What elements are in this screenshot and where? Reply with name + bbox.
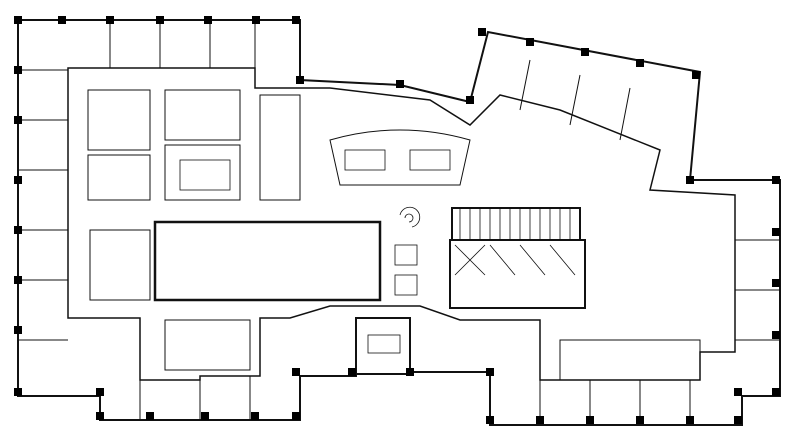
column	[201, 412, 209, 420]
column	[772, 228, 780, 236]
column	[348, 368, 356, 376]
training-tables	[179, 159, 231, 191]
column	[14, 66, 22, 74]
column	[156, 16, 164, 24]
reception-desk	[394, 244, 418, 266]
column	[536, 416, 544, 424]
core-right	[449, 239, 586, 309]
column	[734, 416, 742, 424]
reception-feature	[399, 206, 421, 228]
column	[14, 388, 22, 396]
column	[292, 412, 300, 420]
column	[251, 412, 259, 420]
column	[686, 416, 694, 424]
column	[581, 48, 589, 56]
column	[406, 368, 414, 376]
stair-core	[451, 207, 581, 241]
column	[772, 279, 780, 287]
column	[292, 368, 300, 376]
column	[396, 80, 404, 88]
column	[14, 226, 22, 234]
column	[734, 388, 742, 396]
column	[252, 16, 260, 24]
break-room-table-right	[409, 149, 451, 171]
column	[58, 16, 66, 24]
reception-seating	[394, 274, 418, 296]
column	[466, 96, 474, 104]
column	[292, 16, 300, 24]
column	[14, 16, 22, 24]
column	[478, 28, 486, 36]
column	[106, 16, 114, 24]
conference-room	[355, 317, 411, 375]
stair-treads	[459, 208, 571, 240]
column	[486, 416, 494, 424]
column	[486, 368, 494, 376]
corridor-inner-wall	[67, 67, 736, 381]
column	[146, 412, 154, 420]
column	[14, 276, 22, 284]
column	[14, 176, 22, 184]
core-left	[153, 220, 382, 302]
column	[636, 416, 644, 424]
column	[772, 388, 780, 396]
column	[96, 412, 104, 420]
break-room-table-left	[344, 149, 386, 171]
walls	[17, 19, 781, 426]
column	[296, 76, 304, 84]
column	[96, 388, 104, 396]
column	[14, 116, 22, 124]
column	[636, 59, 644, 67]
column	[772, 331, 780, 339]
column	[692, 71, 700, 79]
column	[204, 16, 212, 24]
column	[772, 176, 780, 184]
column	[14, 326, 22, 334]
outer-wall	[17, 19, 781, 426]
furniture	[179, 149, 451, 354]
column	[526, 38, 534, 46]
elevator-shafts	[454, 244, 576, 276]
column	[686, 176, 694, 184]
room-partitions	[18, 20, 780, 425]
conference-table	[367, 334, 401, 354]
columns	[14, 16, 780, 424]
column	[586, 416, 594, 424]
